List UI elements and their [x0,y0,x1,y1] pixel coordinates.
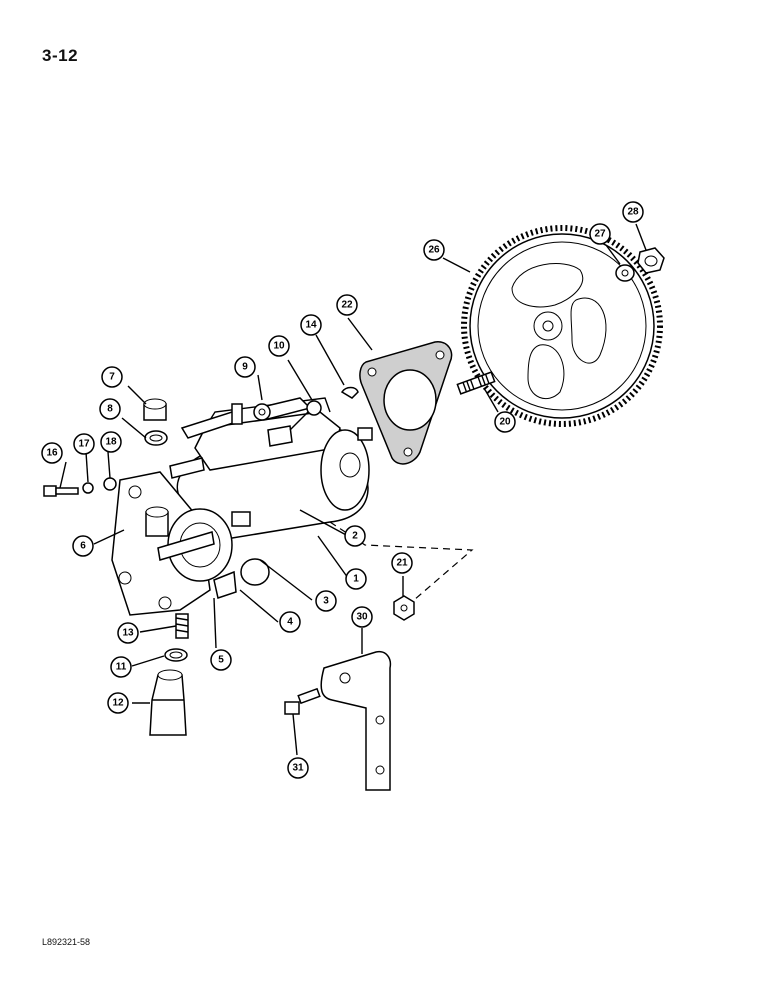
bracket [320,650,392,791]
svg-text:13: 13 [122,628,134,639]
callout-6: 6 [72,535,94,557]
svg-text:8: 8 [107,404,113,415]
callout-30: 30 [351,606,373,628]
seal-ring [164,648,188,662]
callout-26: 26 [423,239,445,261]
gear-nut [637,247,665,274]
svg-text:10: 10 [273,341,285,352]
svg-text:14: 14 [305,320,317,331]
svg-text:20: 20 [499,417,511,428]
svg-text:2: 2 [352,531,358,542]
fitting [149,669,187,736]
svg-text:18: 18 [105,437,117,448]
nut [393,595,415,621]
svg-text:22: 22 [341,300,353,311]
callout-27: 27 [589,223,611,245]
svg-text:9: 9 [242,362,248,373]
key [340,386,359,399]
svg-text:31: 31 [292,763,304,774]
callout-12: 12 [107,692,129,714]
svg-text:16: 16 [46,448,58,459]
svg-text:26: 26 [428,245,440,256]
page-number: 3-12 [42,46,79,65]
svg-text:5: 5 [218,655,224,666]
gear-stud [456,371,496,395]
svg-text:3: 3 [323,596,329,607]
callout-4: 4 [279,611,301,633]
svg-text:7: 7 [109,372,115,383]
fitting [143,398,167,421]
callouts: 7 8 9 10 14 22 26 27 28 20 16 17 18 6 2 … [41,201,644,779]
callout-20: 20 [494,411,516,433]
callout-5: 5 [210,649,232,671]
callout-18: 18 [100,431,122,453]
callout-2: 2 [344,525,366,547]
pump-gear [461,225,663,427]
washer [82,482,94,494]
callout-8: 8 [99,398,121,420]
callout-21: 21 [391,552,413,574]
svg-text:11: 11 [116,662,127,673]
callout-3: 3 [315,590,337,612]
callout-11: 11 [110,656,132,678]
svg-text:27: 27 [594,229,606,240]
bolt [43,485,79,497]
callout-10: 10 [268,335,290,357]
svg-text:12: 12 [112,698,124,709]
svg-text:21: 21 [396,558,408,569]
figure-code: L892321-58 [42,937,91,947]
callout-31: 31 [287,757,309,779]
gear-washer [615,264,635,282]
callout-28: 28 [622,201,644,223]
injection-pump-body [111,397,373,616]
callout-9: 9 [234,356,256,378]
lock-washer [103,477,117,491]
svg-text:30: 30 [356,612,368,623]
callout-7: 7 [101,366,123,388]
svg-text:17: 17 [78,439,90,450]
spring [175,613,189,639]
mounting-gasket [359,341,453,465]
svg-text:1: 1 [353,574,359,585]
callout-16: 16 [41,442,63,464]
callout-1: 1 [345,568,367,590]
svg-text:6: 6 [80,541,86,552]
bracket-bolt [284,687,321,715]
svg-text:28: 28 [627,207,639,218]
leader-lines [59,223,647,756]
callout-14: 13 [117,622,139,644]
callout-22: 22 [336,294,358,316]
seal-ring [144,430,168,446]
callout-17: 17 [73,433,95,455]
svg-text:4: 4 [287,617,293,628]
callout-13: 14 [300,314,322,336]
